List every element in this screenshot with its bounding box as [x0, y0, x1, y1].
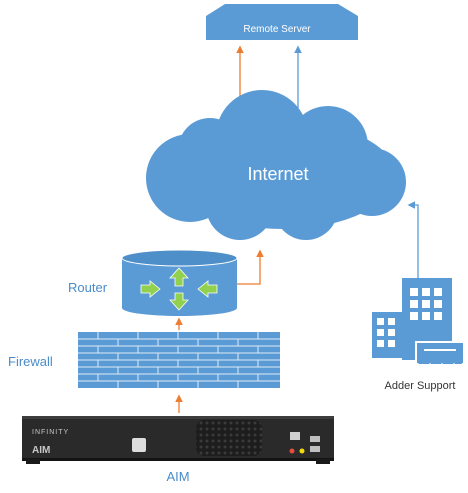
usb-port-icon — [310, 446, 320, 452]
vent-grille-icon — [196, 420, 262, 456]
aim-logo-label: AIM — [32, 445, 50, 456]
brick-wall-icon — [78, 332, 280, 388]
adder-support-node: Adder Support — [372, 278, 465, 392]
remote-server-node: Remote Server — [206, 4, 358, 40]
power-switch-icon — [290, 432, 300, 440]
firewall-label: Firewall — [8, 354, 53, 369]
status-led-icon — [289, 448, 295, 454]
firewall-node: Firewall — [8, 332, 280, 388]
office-buildings-icon — [372, 278, 465, 365]
cloud-icon — [146, 90, 406, 240]
badge-icon — [132, 438, 146, 452]
aim-brand-label: INFINITY — [32, 429, 69, 436]
server-box-icon — [206, 4, 358, 40]
adder-support-label: Adder Support — [385, 380, 456, 392]
status-led-icon — [299, 448, 305, 454]
arrow-router-to-internet — [237, 249, 264, 285]
arrow-adder-to-internet — [407, 201, 419, 278]
internet-node: Internet — [146, 90, 406, 240]
usb-port-icon — [310, 436, 320, 442]
aim-label: AIM — [166, 469, 189, 484]
router-node: Router — [68, 249, 238, 316]
internet-label: Internet — [247, 164, 308, 184]
router-label: Router — [68, 280, 108, 295]
kvm-device-icon — [22, 416, 334, 464]
router-cylinder-icon — [121, 249, 238, 316]
remote-server-label: Remote Server — [243, 24, 311, 35]
aim-node: INFINITY AIM AIM — [22, 416, 334, 484]
